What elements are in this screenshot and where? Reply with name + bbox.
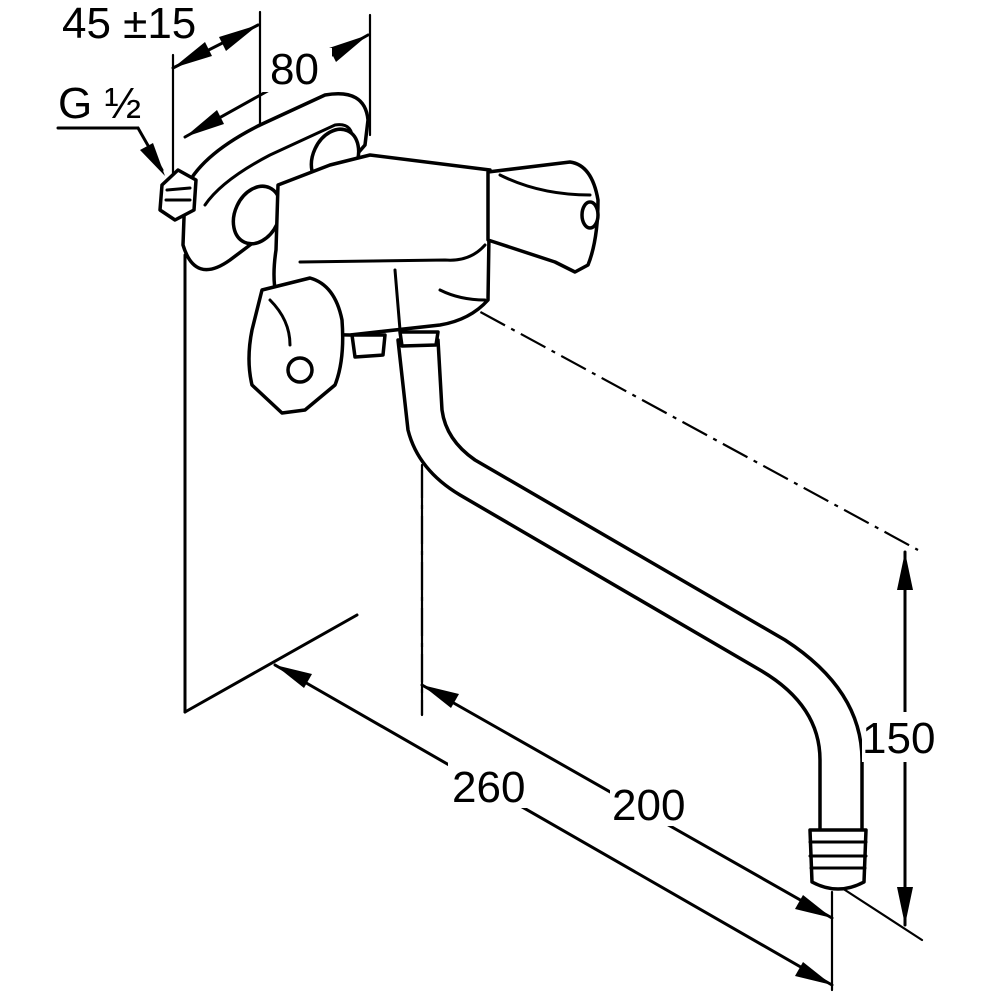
dimension-total-projection: 260 [273, 663, 834, 987]
spout-height-label: 150 [862, 714, 935, 763]
depth-label: 45 ±15 [62, 0, 196, 48]
dimension-spout-height: 150 [862, 550, 952, 927]
dimension-depth: 45 ±15 [62, 0, 260, 70]
spout-projection-label: 200 [612, 781, 685, 830]
thread-callout: G ½ [56, 79, 165, 176]
thread-connector [158, 168, 198, 222]
dimension-spout-projection: 200 [420, 683, 834, 920]
total-projection-label: 260 [452, 763, 525, 812]
thread-label: G ½ [58, 79, 141, 128]
wall-plane [183, 253, 359, 714]
body-fittings [350, 330, 440, 359]
right-handle [486, 160, 600, 274]
left-handle [247, 276, 345, 415]
aerator [808, 828, 868, 891]
centers-label: 80 [270, 45, 319, 94]
dimension-centers: 80 [183, 33, 370, 139]
